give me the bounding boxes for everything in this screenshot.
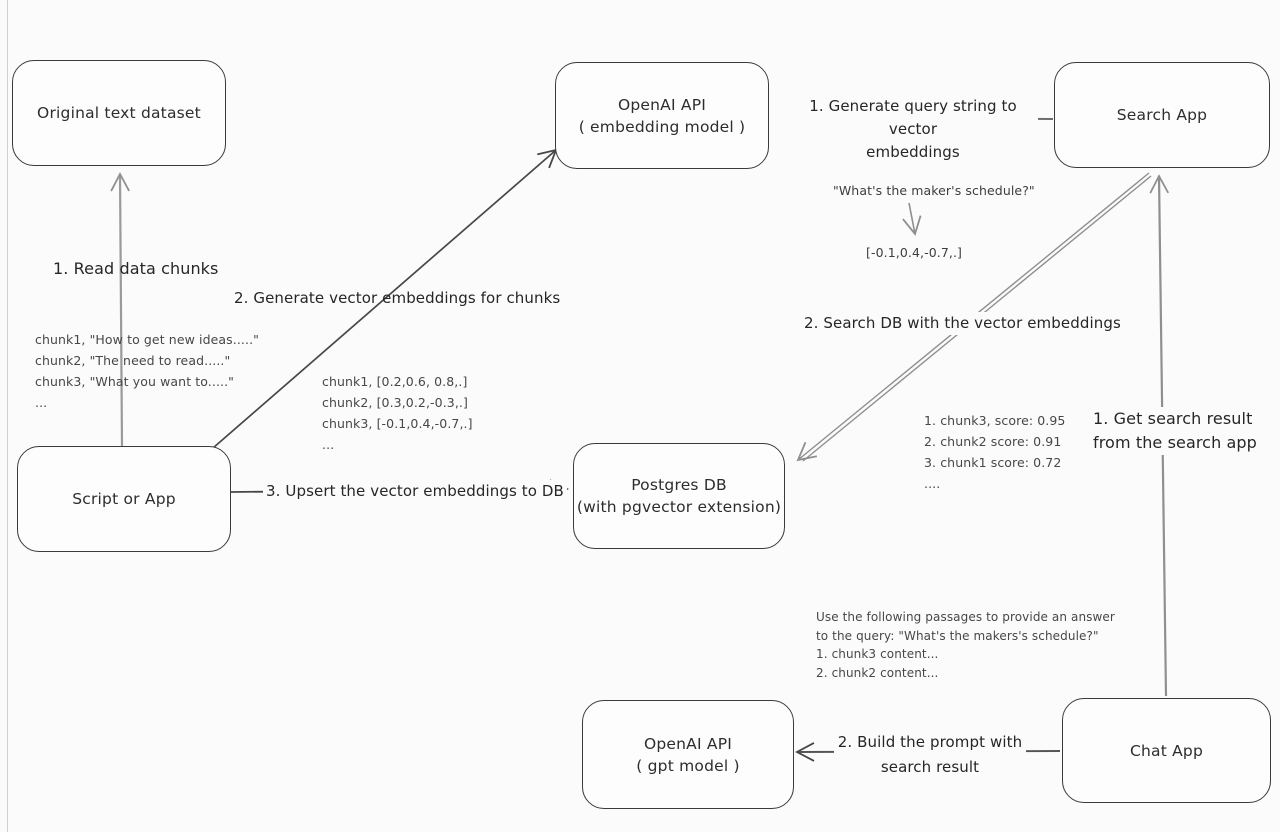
edge-label-upsert-to-db: 3. Upsert the vector embeddings to DB [263,480,567,503]
edge-label-get-search-result: 1. Get search result from the search app [1090,407,1260,455]
annotation-query-example: "What's the maker's schedule?" [833,183,1035,198]
node-title: Script or App [72,490,176,508]
node-openai-api-embedding: OpenAI API ( embedding model ) [555,62,769,169]
arrow-generate-embeddings [212,148,558,449]
node-subtitle: ( embedding model ) [578,117,746,136]
edge-label-build-prompt: 2. Build the prompt with search result [834,730,1026,780]
annotation-query-vector: [-0.1,0.4,-0.7,.] [866,245,963,260]
node-subtitle: (with pgvector extension) [576,498,782,516]
node-title: OpenAI API [617,95,707,114]
canvas-left-edge [7,0,8,832]
edge-label-search-db: 2. Search DB with the vector embeddings [801,312,1124,335]
annotation-chunk-texts: chunk1, "How to get new ideas....." chun… [35,332,259,410]
node-search-app: Search App [1054,62,1270,168]
node-chat-app: Chat App [1062,698,1271,803]
node-original-text-dataset: Original text dataset [12,60,226,166]
node-openai-api-gpt: OpenAI API ( gpt model ) [582,700,794,809]
node-title: Original text dataset [37,104,201,122]
arrow-read-data-chunks [110,172,130,447]
node-title: Chat App [1129,741,1204,760]
node-title: Postgres DB [631,476,727,494]
arrow-query-embedding-example [902,202,922,236]
edge-label-query-to-vector: 1. Generate query string to vector embed… [788,95,1038,164]
annotation-search-scores: 1. chunk3, score: 0.95 2. chunk2 score: … [924,413,1066,491]
node-title: OpenAI API [643,734,733,753]
annotation-prompt-example: Use the following passages to provide an… [816,610,1115,680]
node-subtitle: ( gpt model ) [636,756,740,775]
node-script-or-app: Script or App [17,446,231,552]
node-title: Search App [1116,106,1208,124]
annotation-chunk-vectors: chunk1, [0.2,0.6, 0.8,.] chunk2, [0.3,0.… [322,374,473,452]
edge-label-generate-embeddings: 2. Generate vector embeddings for chunks [234,289,561,307]
edge-label-read-data-chunks: 1. Read data chunks [53,259,219,278]
node-postgres-db: Postgres DB (with pgvector extension) [573,443,785,549]
